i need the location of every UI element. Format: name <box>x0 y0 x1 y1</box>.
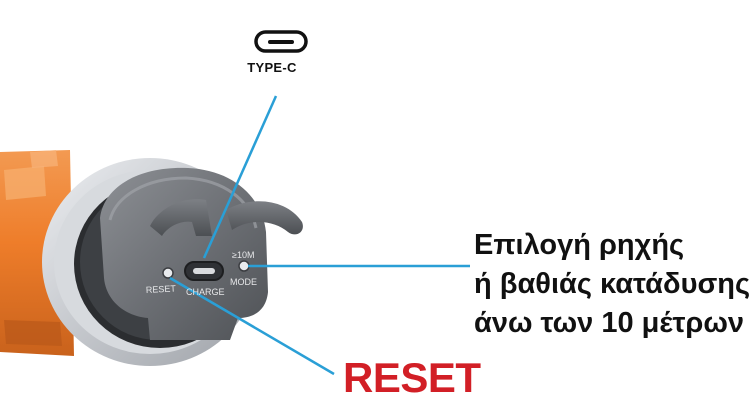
depth-mode-callout: Επιλογή ρηχής ή βαθιάς κατάδυσης άνω των… <box>474 226 750 343</box>
engraved-reset-text: RESET <box>146 283 177 295</box>
lanyard-hook-tab <box>226 201 303 235</box>
depth-mode-line-2: ή βαθιάς κατάδυσης <box>474 268 751 300</box>
lanyard-hook <box>150 199 212 236</box>
reset-leader-line <box>169 276 335 376</box>
typec-label: TYPE-C <box>247 60 297 75</box>
engraved-depth-text: ≥10M <box>232 250 254 260</box>
usb-type-c-icon <box>254 30 308 53</box>
typec-leader-line <box>202 95 278 259</box>
depth-mode-line-3: άνω των 10 μέτρων <box>474 307 744 339</box>
reset-callout: RESET <box>343 354 481 401</box>
engraved-charge-text: CHARGE <box>186 287 225 297</box>
reset-button-hole <box>162 267 174 279</box>
mode-button-hole <box>238 260 250 272</box>
depth-mode-line-1: Επιλογή ρηχής <box>474 229 685 261</box>
engraved-mode-text: MODE <box>230 277 257 287</box>
